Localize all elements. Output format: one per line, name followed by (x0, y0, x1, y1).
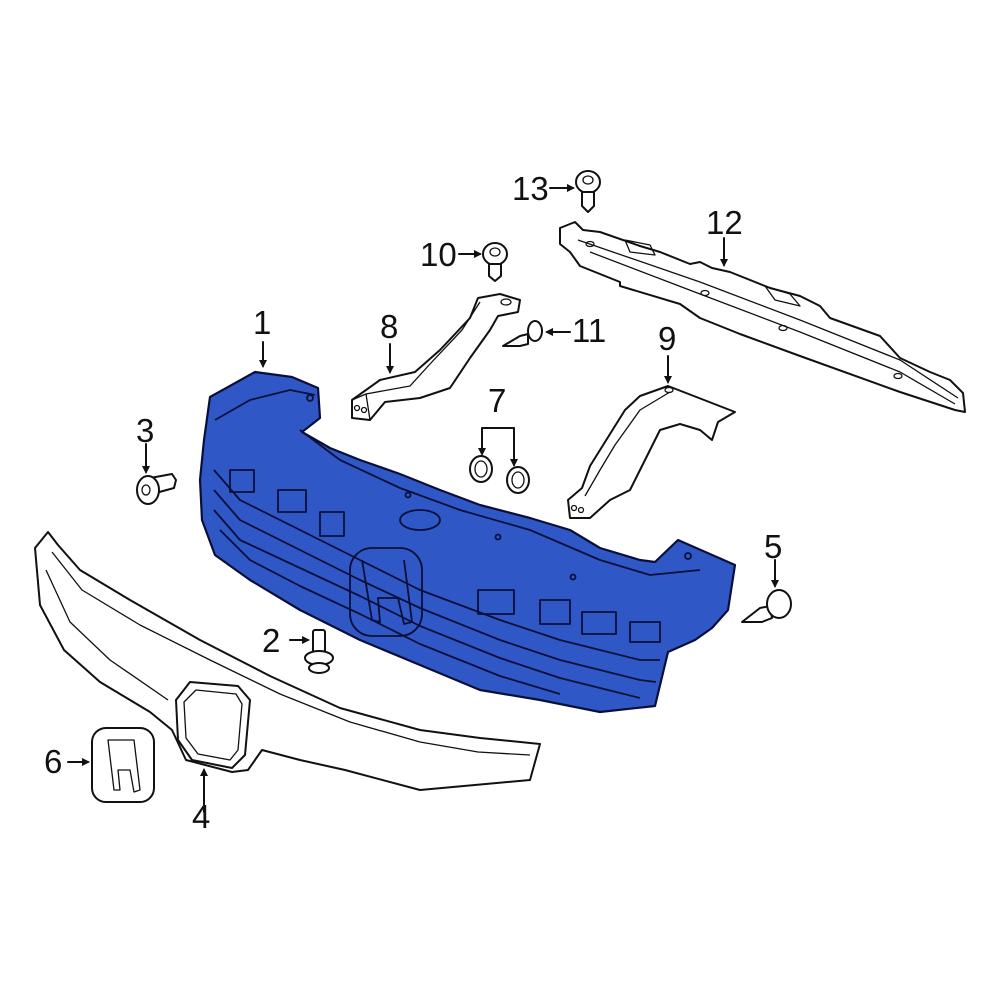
callout-5: 5 (764, 528, 783, 565)
screw-11[interactable] (502, 320, 543, 347)
callout-7: 7 (488, 382, 507, 419)
left-bracket-part[interactable] (351, 293, 521, 421)
callout-6: 6 (44, 743, 63, 780)
clip-2[interactable] (304, 629, 334, 674)
pin-clip-3[interactable] (136, 473, 177, 505)
emblem-part[interactable] (91, 727, 155, 803)
callout-2: 2 (262, 622, 281, 659)
right-bracket-part[interactable] (567, 385, 736, 519)
callout-1: 1 (253, 304, 272, 341)
callout-13: 13 (512, 170, 549, 207)
callout-12: 12 (706, 204, 743, 241)
callout-3: 3 (136, 412, 155, 449)
callout-9: 9 (658, 320, 677, 357)
grille-part-highlighted[interactable] (198, 370, 737, 714)
callout-11: 11 (572, 312, 607, 349)
callout-4: 4 (192, 798, 211, 835)
upper-support-part[interactable] (559, 221, 966, 413)
screw-5[interactable] (741, 589, 792, 623)
push-clip-10[interactable] (482, 242, 508, 282)
washers-7[interactable] (469, 455, 530, 494)
callout-10: 10 (420, 236, 457, 273)
push-clip-13[interactable] (575, 170, 601, 213)
grille-molding-part[interactable] (34, 531, 541, 791)
callout-8: 8 (380, 308, 399, 345)
callout-arrows (67, 184, 779, 813)
